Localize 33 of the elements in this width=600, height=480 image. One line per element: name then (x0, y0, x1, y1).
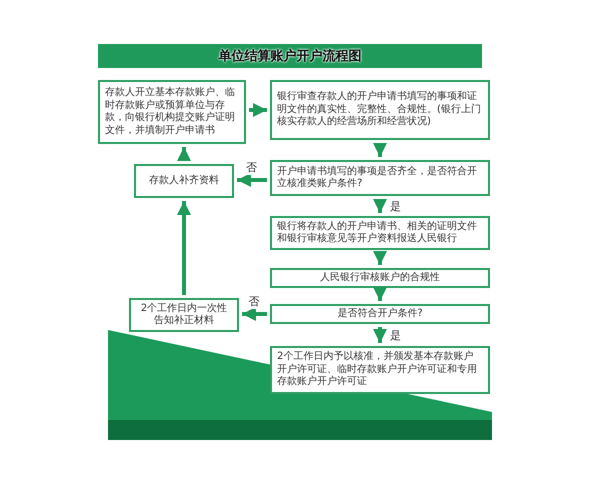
arrow (373, 199, 387, 213)
process-box (134, 164, 234, 198)
process-box (98, 80, 246, 144)
process-box (270, 268, 490, 288)
arrow (177, 201, 191, 295)
edge-label: 否 (246, 160, 257, 175)
step-text: 存款人补齐资料 (149, 174, 219, 188)
process-box (270, 216, 490, 250)
process-box (270, 160, 490, 196)
step-text: 银行将存款人的开户申请书、相关的证明文件和银行审核意见等开户资料报送人民银行 (277, 220, 478, 246)
arrow (237, 173, 267, 187)
edge-label: 否 (248, 294, 260, 309)
arrow (373, 287, 387, 301)
arrow (177, 147, 191, 161)
process-box (270, 304, 490, 324)
step-text: 存款人开立基本存款账户、临时存款账户或预算单位与存款，向银行机构提交账户证明文件，并填制开户申请书 (105, 87, 236, 137)
step-text: 2个工作日内予以核准，并颁发基本存款账户开户许可证、临时存款账户开户许可证和专用存款账户开户许可证 (277, 351, 478, 389)
process-box (270, 346, 490, 394)
arrow (242, 307, 267, 321)
step-text: 是否符合开户条件? (337, 308, 423, 320)
edge-label: 是 (390, 199, 401, 214)
arrow (373, 327, 387, 343)
step-text: 开户申请书填写的事项是否齐全，是否符合开立核准类账户条件? (277, 166, 478, 190)
step-text: 2个工作日内一次性告知补正材料 (140, 302, 228, 328)
process-box (270, 80, 490, 140)
process-box (129, 298, 239, 332)
arrow (373, 251, 387, 265)
step-text: 银行审查存款人的开户申请书填写的事项和证明文件的真实性、完整性、合规性。(银行上门核实存款人的经营场所和经营状况) (277, 91, 482, 129)
arrow (249, 103, 267, 117)
arrow (373, 143, 387, 157)
edge-label: 是 (390, 328, 401, 343)
step-text: 人民银行审核账户的合规性 (320, 272, 440, 284)
title-text: 单位结算账户开户流程图 (218, 48, 362, 65)
